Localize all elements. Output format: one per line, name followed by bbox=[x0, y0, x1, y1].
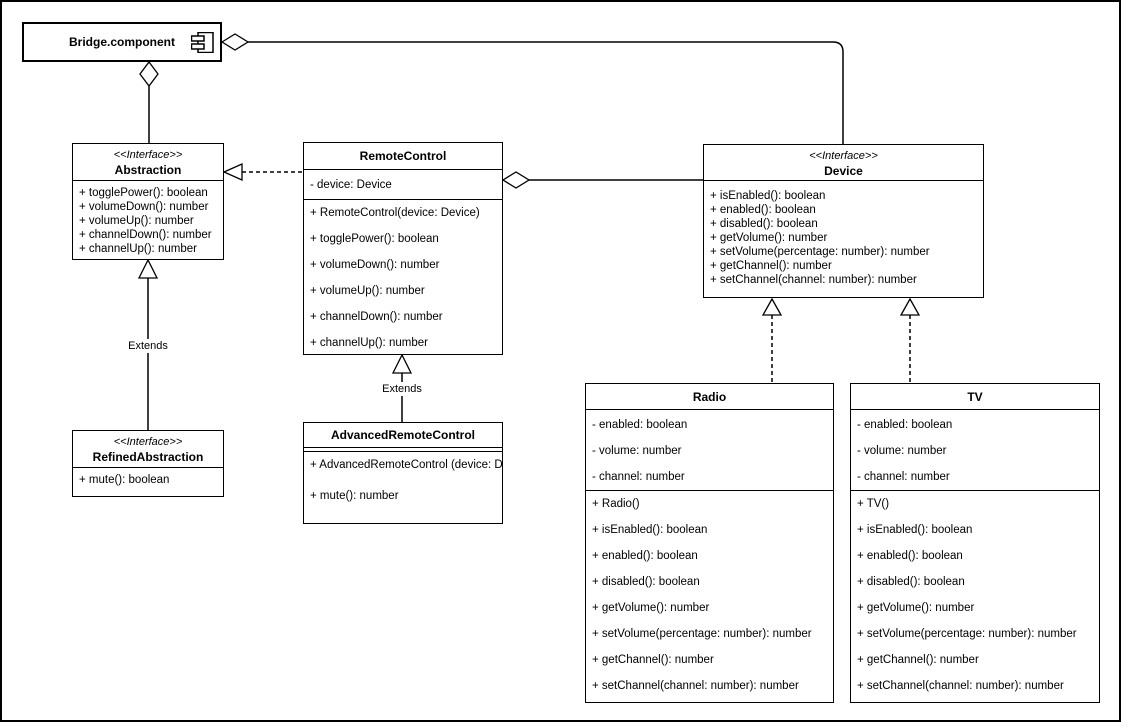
aggregation-diamond-icon bbox=[501, 171, 531, 189]
extends-label: Extends bbox=[372, 382, 432, 396]
method-row: + enabled(): boolean bbox=[857, 550, 963, 562]
field-row: - device: Device bbox=[310, 179, 392, 191]
class-name: Device bbox=[824, 164, 863, 178]
fields-list: - enabled: boolean - volume: number - chan… bbox=[851, 410, 1099, 491]
method-row: + disabled(): boolean bbox=[592, 576, 700, 588]
class-name: RemoteControl bbox=[304, 143, 502, 170]
class-name: AdvancedRemoteControl bbox=[304, 423, 502, 448]
stereotype-label: <<Interface>> bbox=[113, 436, 183, 448]
field-row: - channel: number bbox=[857, 471, 950, 483]
method-row: + isEnabled(): boolean bbox=[857, 524, 973, 536]
field-row: - volume: number bbox=[592, 445, 682, 457]
methods-list: + mute(): boolean bbox=[73, 468, 223, 496]
method-row: + volumeDown(): number bbox=[310, 259, 440, 271]
remotecontrol-to-abstraction-realization-edge bbox=[222, 162, 304, 182]
class-abstraction: <<Interface>> Abstraction + togglePower(… bbox=[72, 143, 224, 260]
method-row: + channelDown(): number bbox=[79, 229, 212, 241]
method-row: + volumeDown(): number bbox=[79, 201, 209, 213]
field-row: - volume: number bbox=[857, 445, 947, 457]
method-row: + channelUp(): number bbox=[79, 243, 197, 255]
method-row: + setVolume(percentage: number): number bbox=[710, 246, 930, 258]
extends-label: Extends bbox=[118, 339, 178, 353]
class-radio: Radio - enabled: boolean - volume: number… bbox=[585, 383, 834, 703]
class-refined-abstraction: <<Interface>> RefinedAbstraction + mute(… bbox=[72, 430, 224, 497]
method-row: + channelUp(): number bbox=[310, 337, 428, 349]
tv-to-device-realization-edge bbox=[899, 297, 921, 383]
methods-list: + togglePower(): boolean + volumeDown(): … bbox=[73, 181, 223, 259]
method-row: + AdvancedRemoteControl (device: Device) bbox=[310, 459, 502, 471]
method-row: + isEnabled(): boolean bbox=[710, 190, 826, 202]
method-row: + getVolume(): number bbox=[857, 602, 975, 614]
class-device: <<Interface>> Device + isEnabled(): bool… bbox=[703, 144, 984, 298]
field-row: - enabled: boolean bbox=[857, 419, 953, 431]
method-row: + mute(): boolean bbox=[79, 474, 170, 486]
method-row: + setVolume(percentage: number): number bbox=[592, 628, 812, 640]
uml-component-icon bbox=[191, 32, 214, 53]
aggregation-diamond-icon bbox=[139, 60, 159, 88]
method-row: + getChannel(): number bbox=[857, 654, 979, 666]
stereotype-label: <<Interface>> bbox=[113, 149, 183, 161]
method-row: + getVolume(): number bbox=[592, 602, 710, 614]
component-bridge: Bridge.component bbox=[22, 22, 222, 62]
aggregation-diamond-icon bbox=[220, 33, 250, 51]
methods-list: + TV() + isEnabled(): boolean + enabled():… bbox=[851, 491, 1099, 702]
method-row: + getChannel(): number bbox=[710, 260, 832, 272]
fields-list: - enabled: boolean - volume: number - chan… bbox=[586, 410, 833, 491]
class-advanced-remote-control: AdvancedRemoteControl + AdvancedRemoteCo… bbox=[303, 422, 503, 524]
method-row: + volumeUp(): number bbox=[79, 215, 194, 227]
method-row: + setChannel(channel: number): number bbox=[857, 680, 1064, 692]
method-row: + isEnabled(): boolean bbox=[592, 524, 708, 536]
method-row: + disabled(): boolean bbox=[710, 218, 818, 230]
method-row: + volumeUp(): number bbox=[310, 285, 425, 297]
method-row: + enabled(): boolean bbox=[592, 550, 698, 562]
class-header: <<Interface>> Device bbox=[704, 145, 983, 181]
refinedabstraction-extends-abstraction-edge bbox=[137, 258, 159, 430]
hollow-triangle-icon bbox=[899, 297, 921, 316]
methods-list: + AdvancedRemoteControl (device: Device)… bbox=[304, 452, 502, 523]
methods-list: + Radio() + isEnabled(): boolean + enabled… bbox=[586, 491, 833, 702]
class-tv: TV - enabled: boolean - volume: number - c… bbox=[850, 383, 1100, 703]
method-row: + setChannel(channel: number): number bbox=[592, 680, 799, 692]
class-remote-control: RemoteControl - device: Device + RemoteC… bbox=[303, 142, 503, 355]
bridge-to-device-aggregation-edge bbox=[220, 33, 844, 144]
method-row: + disabled(): boolean bbox=[857, 576, 965, 588]
method-row: + togglePower(): boolean bbox=[310, 233, 439, 245]
method-row: + getVolume(): number bbox=[710, 232, 828, 244]
hollow-triangle-icon bbox=[137, 258, 159, 279]
component-label: Bridge.component bbox=[68, 35, 175, 49]
method-row: + Radio() bbox=[592, 498, 640, 510]
remotecontrol-to-device-aggregation-edge bbox=[501, 171, 703, 189]
method-row: + togglePower(): boolean bbox=[79, 187, 208, 199]
class-name: RefinedAbstraction bbox=[92, 450, 204, 464]
class-name: TV bbox=[851, 384, 1099, 410]
method-row: + setVolume(percentage: number): number bbox=[857, 628, 1077, 640]
class-header: <<Interface>> RefinedAbstraction bbox=[73, 431, 223, 468]
field-row: - enabled: boolean bbox=[592, 419, 688, 431]
methods-list: + RemoteControl(device: Device) + toggleP… bbox=[304, 200, 502, 354]
empty-fields-compartment bbox=[304, 448, 502, 452]
field-row: - channel: number bbox=[592, 471, 685, 483]
methods-list: + isEnabled(): boolean + enabled(): boole… bbox=[704, 181, 983, 297]
bridge-to-abstraction-aggregation-edge bbox=[139, 60, 159, 143]
method-row: + channelDown(): number bbox=[310, 311, 443, 323]
method-row: + getChannel(): number bbox=[592, 654, 714, 666]
method-row: + enabled(): boolean bbox=[710, 204, 816, 216]
method-row: + RemoteControl(device: Device) bbox=[310, 207, 480, 219]
method-row: + TV() bbox=[857, 498, 890, 510]
hollow-triangle-icon bbox=[391, 353, 413, 374]
method-row: + mute(): number bbox=[310, 490, 399, 502]
radio-to-device-realization-edge bbox=[761, 297, 783, 383]
stereotype-label: <<Interface>> bbox=[809, 150, 878, 162]
fields-list: - device: Device bbox=[304, 170, 502, 200]
class-name: Abstraction bbox=[114, 163, 182, 177]
class-name: Radio bbox=[586, 384, 833, 410]
advancedremotecontrol-extends-remotecontrol-edge bbox=[391, 353, 413, 422]
hollow-triangle-icon bbox=[222, 162, 243, 182]
hollow-triangle-icon bbox=[761, 297, 783, 316]
method-row: + setChannel(channel: number): number bbox=[710, 274, 917, 286]
class-header: <<Interface>> Abstraction bbox=[73, 144, 223, 181]
